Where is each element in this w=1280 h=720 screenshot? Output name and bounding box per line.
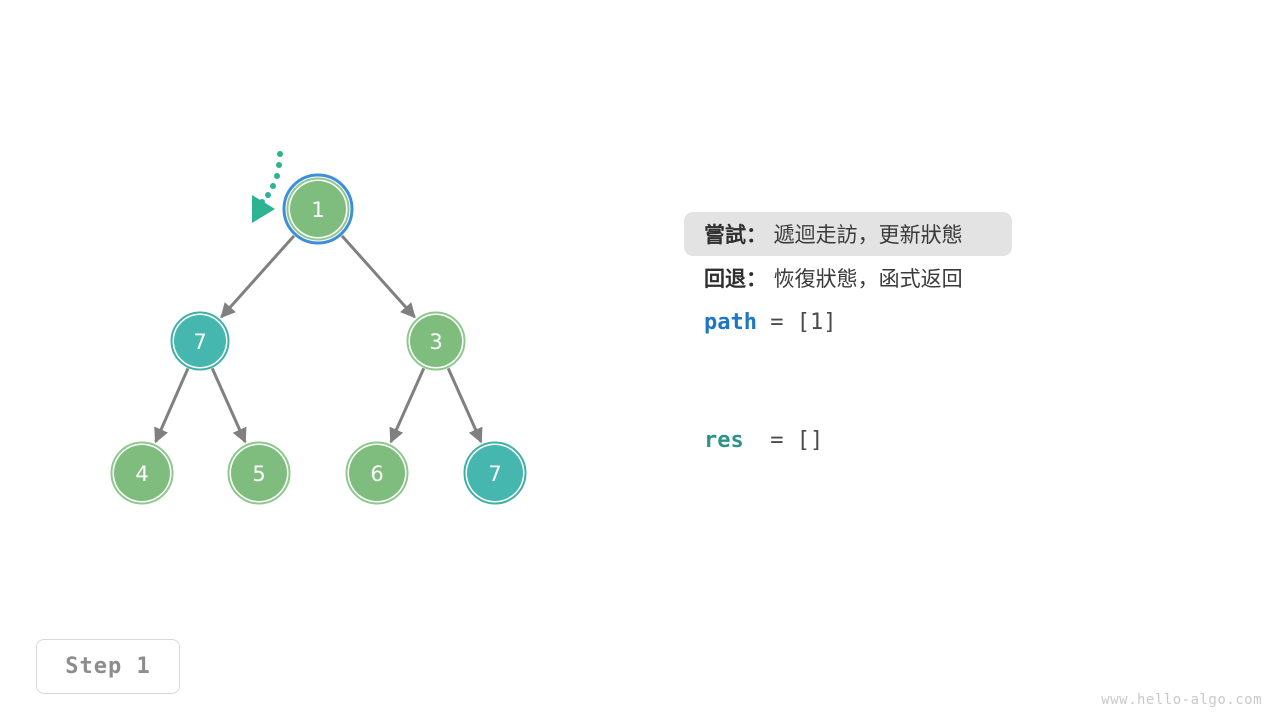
node-layer: 1 7 3 4 5 6 7 — [110, 173, 527, 505]
tree-edge-n7l-n5 — [210, 367, 247, 444]
tree-diagram: 1 7 3 4 5 6 7 — [110, 151, 527, 505]
tree-edge-n1-n7l — [220, 234, 296, 319]
node-highlight-ring — [282, 173, 354, 245]
tree-node-7-n7r[interactable]: 7 — [463, 441, 527, 505]
code-row-path: path = [1] — [684, 300, 1204, 344]
node-disc — [114, 445, 170, 501]
node-disc — [410, 315, 462, 367]
step-badge: Step 1 — [36, 639, 180, 694]
tree-node-6-n6[interactable]: 6 — [345, 441, 409, 505]
variable-res: res — [704, 427, 744, 453]
node-disc — [349, 445, 405, 501]
node-outline — [286, 177, 350, 241]
pointer-trail-dot-2 — [274, 173, 280, 179]
pointer-triangle-icon — [252, 195, 275, 223]
info-row-try-key: 嘗試： — [704, 223, 767, 247]
tree-edge-n3-n7r — [446, 367, 483, 444]
pointer-trail-dot-0 — [277, 151, 283, 157]
pointer-trail-dot-1 — [276, 162, 282, 168]
tree-node-4-n4[interactable]: 4 — [110, 441, 174, 505]
code-row-path-value: = [1] — [756, 309, 837, 335]
info-row-try: 嘗試： 遞迴走訪，更新狀態 — [684, 212, 1012, 256]
node-outline — [406, 311, 466, 371]
variable-path: path — [704, 309, 757, 335]
code-row-gap — [684, 344, 1204, 418]
info-row-backtrack-key: 回退： — [704, 267, 767, 291]
node-value-label: 7 — [488, 462, 501, 486]
node-value-label: 1 — [311, 198, 324, 222]
tree-node-3-n3[interactable]: 3 — [406, 311, 466, 371]
node-value-label: 3 — [429, 330, 442, 354]
info-row-backtrack: 回退： 恢復狀態，函式返回 — [684, 256, 1204, 300]
edge-layer — [154, 234, 483, 444]
node-value-label: 5 — [252, 462, 265, 486]
tree-edge-n7l-n4 — [154, 367, 190, 444]
info-row-try-value: 遞迴走訪，更新狀態 — [767, 223, 963, 247]
info-row-backtrack-value: 恢復狀態，函式返回 — [767, 267, 963, 291]
node-value-label: 4 — [135, 462, 148, 486]
pointer-trail-dot-3 — [270, 183, 276, 189]
node-outline — [463, 441, 527, 505]
tree-edge-n1-n3 — [340, 234, 416, 319]
node-disc — [174, 315, 226, 367]
node-disc — [467, 445, 523, 501]
tree-edge-n3-n6 — [389, 367, 426, 444]
node-outline — [227, 441, 291, 505]
code-row-res: res = [] — [684, 418, 1204, 462]
node-outline — [110, 441, 174, 505]
code-row-res-value: = [] — [743, 427, 824, 453]
node-value-label: 6 — [370, 462, 383, 486]
pointer-trail-dot-4 — [265, 192, 271, 198]
node-disc — [231, 445, 287, 501]
info-panel: 嘗試： 遞迴走訪，更新狀態 回退： 恢復狀態，函式返回 path = [1] r… — [684, 212, 1204, 462]
node-value-label: 7 — [193, 330, 206, 354]
node-outline — [345, 441, 409, 505]
node-outline — [170, 311, 230, 371]
watermark: www.hello-algo.com — [1101, 692, 1262, 708]
traversal-pointer — [252, 151, 283, 223]
node-disc — [290, 181, 346, 237]
tree-node-5-n5[interactable]: 5 — [227, 441, 291, 505]
tree-node-7-n7l[interactable]: 7 — [170, 311, 230, 371]
tree-node-1-n1[interactable]: 1 — [282, 173, 354, 245]
